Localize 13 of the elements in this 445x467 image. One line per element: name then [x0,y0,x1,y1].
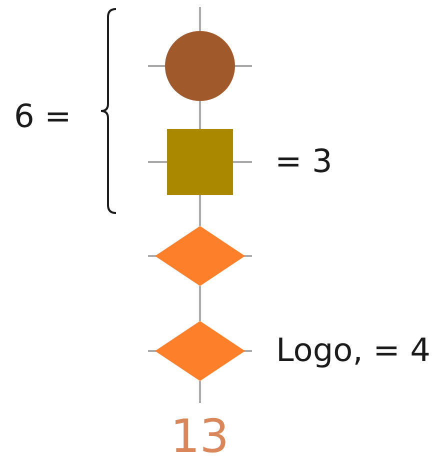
connector-line [199,7,201,31]
connector-line [199,101,201,129]
connector-line [199,195,201,226]
square-shape [167,129,233,195]
equation-text: 6 = [14,100,72,132]
total-number: 13 [170,412,230,459]
connector-line [199,381,201,403]
diamond-shape [155,321,245,381]
diamond-shape [155,226,245,286]
equation-text: Logo, = 4 [276,334,430,366]
connector-line [199,286,201,321]
circle-shape [165,31,235,101]
equation-text: = 3 [275,145,332,177]
